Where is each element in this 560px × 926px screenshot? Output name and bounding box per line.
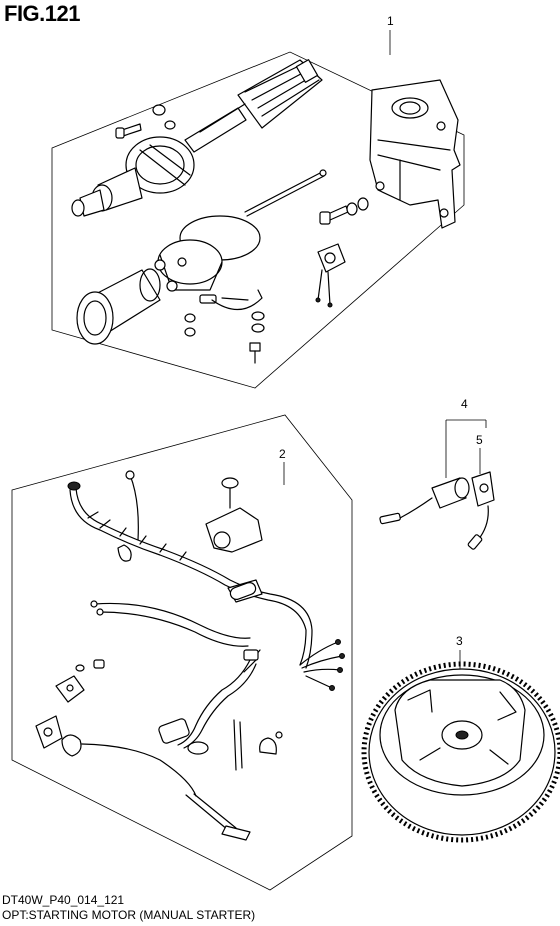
diagram-description: OPT:STARTING MOTOR (MANUAL STARTER) [2, 908, 256, 922]
nut-icon [251, 311, 265, 321]
callout-1-label: 1 [387, 14, 394, 28]
diagram-code: DT40W_P40_014_121 [2, 893, 125, 907]
wire-clamp-icon [205, 507, 263, 553]
drive-end-housing-icon [91, 136, 195, 212]
plate-bracket-icon [55, 675, 85, 703]
callout-5-label: 5 [476, 433, 483, 447]
small-screws-icon [75, 659, 105, 672]
armature-icon [184, 59, 323, 153]
washer-icon [164, 120, 176, 130]
washer-icon [184, 327, 196, 337]
nut-icon [184, 313, 196, 323]
callout-2-label: 2 [279, 447, 286, 461]
flywheel-ring-gear-icon [361, 661, 560, 843]
clip-icon [259, 731, 283, 755]
sub-harness-icon [177, 649, 261, 749]
battery-lead-icon [90, 600, 251, 647]
flywheel-group: 3 [361, 634, 560, 843]
terminal-plate-icon [35, 715, 63, 749]
pinion-gear-icon [71, 189, 105, 217]
yoke-housing-icon [76, 268, 161, 345]
coupler-icon [158, 718, 209, 755]
terminal-bolt-icon [249, 342, 261, 364]
band-clamp-icon [211, 289, 263, 311]
washer-icon [152, 104, 166, 116]
through-bolt-icon [244, 169, 327, 217]
grommet-icon [229, 582, 257, 600]
screw-icon [221, 477, 239, 509]
main-harness-icon [67, 470, 313, 669]
callout-4-label: 4 [461, 397, 468, 411]
wire-harness-group: 2 [11, 414, 353, 891]
wire-terminals-icon [299, 639, 345, 691]
washer-icon [251, 323, 265, 333]
callout-3-label: 3 [456, 634, 463, 648]
group-2-frame [11, 414, 353, 891]
starter-motor-group: 1 [51, 14, 465, 389]
group-1-frame [51, 51, 465, 389]
neutral-switch-icon [379, 471, 495, 550]
figure-title: FIG.121 [4, 1, 80, 26]
brush-holder-icon [154, 215, 261, 304]
switch-lead-icon [61, 734, 251, 841]
mounting-bracket-icon [369, 79, 461, 229]
starter-relay-icon [315, 243, 346, 308]
cable-tie-icon [233, 719, 243, 771]
bolt-icon [115, 123, 142, 139]
bracket-bolt-icon [319, 197, 369, 225]
switch-group: 4 5 [379, 397, 495, 550]
